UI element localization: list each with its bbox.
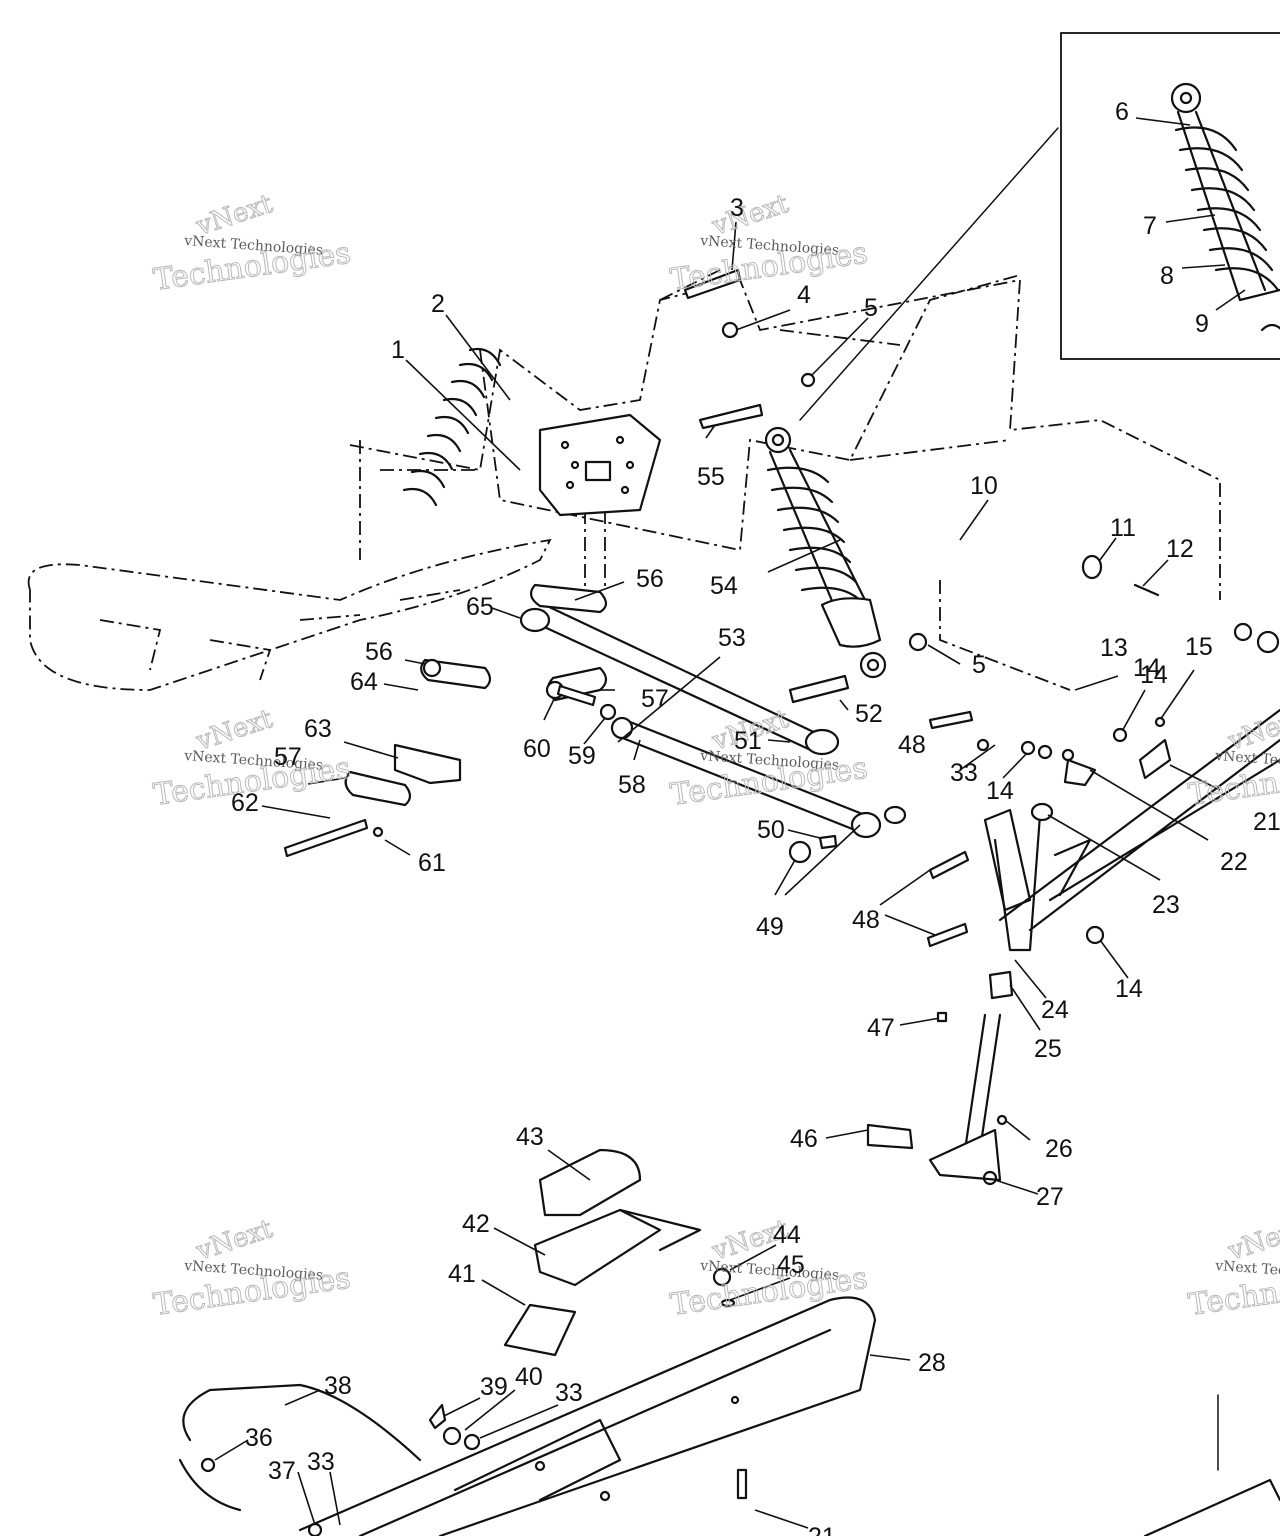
part-label: 21 bbox=[1253, 808, 1280, 836]
part-label: 57 bbox=[274, 743, 302, 771]
part-label: 48 bbox=[898, 731, 926, 759]
radius-rods bbox=[519, 603, 907, 839]
part-label: 10 bbox=[970, 472, 998, 500]
right-lower-bracket bbox=[1143, 1394, 1280, 1536]
watermark-middle-center: vNext vNext Technologies Technologies bbox=[668, 703, 870, 813]
part-label: 14 bbox=[1140, 661, 1168, 689]
part-label: 53 bbox=[718, 624, 746, 652]
part-label: 62 bbox=[231, 789, 259, 817]
inset-shock-absorber bbox=[1170, 82, 1280, 332]
hardware-fasteners bbox=[200, 268, 1280, 1536]
part-label: 63 bbox=[304, 715, 332, 743]
watermark-bottom-right: vNext vNext Technologies Technologies bbox=[1186, 1213, 1280, 1323]
part-label: 33 bbox=[555, 1379, 583, 1407]
part-label: 14 bbox=[1115, 975, 1143, 1003]
part-label: 15 bbox=[1185, 633, 1213, 661]
left-shock-absorber bbox=[402, 347, 502, 507]
leader-lines bbox=[214, 117, 1246, 1529]
part-label: 37 bbox=[268, 1457, 296, 1485]
part-label: 7 bbox=[1143, 212, 1157, 240]
part-label: 33 bbox=[307, 1448, 335, 1476]
part-label: 40 bbox=[515, 1363, 543, 1391]
part-label: 55 bbox=[697, 463, 725, 491]
part-label: 6 bbox=[1115, 98, 1129, 126]
part-label: 26 bbox=[1045, 1135, 1073, 1163]
ski bbox=[178, 1296, 877, 1536]
watermark-middle-right: vNext vNext Technologies Technologies bbox=[1186, 703, 1280, 813]
part-label: 22 bbox=[1220, 848, 1248, 876]
part-label: 52 bbox=[855, 700, 883, 728]
part-label: 49 bbox=[756, 913, 784, 941]
part-label: 4 bbox=[797, 281, 811, 309]
part-label: 13 bbox=[1100, 634, 1128, 662]
part-label: 47 bbox=[867, 1014, 895, 1042]
part-label: 45 bbox=[777, 1251, 805, 1279]
part-label: 65 bbox=[466, 593, 494, 621]
part-label: 51 bbox=[734, 727, 762, 755]
spindle-assembly bbox=[866, 802, 1054, 1186]
part-label: 36 bbox=[245, 1424, 273, 1452]
part-label: 60 bbox=[523, 735, 551, 763]
part-label: 5 bbox=[972, 651, 986, 679]
part-label: 56 bbox=[636, 565, 664, 593]
part-number-labels: 1 2 3 4 5 5 6 7 8 9 10 11 12 13 14 14 14… bbox=[231, 98, 1280, 1536]
part-label: 54 bbox=[710, 572, 738, 600]
part-label: 50 bbox=[757, 816, 785, 844]
part-label: 24 bbox=[1041, 996, 1069, 1024]
part-label: 59 bbox=[568, 742, 596, 770]
part-label: 28 bbox=[918, 1349, 946, 1377]
part-label: 64 bbox=[350, 668, 378, 696]
part-label: 38 bbox=[324, 1372, 352, 1400]
part-label: 25 bbox=[1034, 1035, 1062, 1063]
part-label: 58 bbox=[618, 771, 646, 799]
watermark-top-left: vNext vNext Technologies Technologies bbox=[151, 188, 353, 298]
part-label: 5 bbox=[864, 294, 878, 322]
part-label: 11 bbox=[1110, 514, 1136, 542]
watermark-bottom-left: vNext vNext Technologies Technologies bbox=[151, 1213, 353, 1323]
shock-detail-inset bbox=[799, 32, 1280, 421]
part-label: 14 bbox=[986, 777, 1014, 805]
part-label: 21 bbox=[808, 1523, 836, 1536]
part-label: 57 bbox=[641, 685, 669, 713]
part-label: 3 bbox=[730, 194, 744, 222]
part-label: 42 bbox=[462, 1210, 490, 1238]
ski-saddle bbox=[503, 1148, 702, 1357]
part-label: 8 bbox=[1160, 262, 1174, 290]
part-label: 1 bbox=[391, 336, 405, 364]
part-label: 46 bbox=[790, 1125, 818, 1153]
part-label: 12 bbox=[1166, 535, 1194, 563]
part-label: 27 bbox=[1036, 1183, 1064, 1211]
part-label: 43 bbox=[516, 1123, 544, 1151]
part-label: 41 bbox=[448, 1260, 476, 1288]
frame-rails bbox=[998, 708, 1280, 932]
part-label: 33 bbox=[950, 759, 978, 787]
watermark-top-center: vNext vNext Technologies Technologies bbox=[668, 188, 870, 298]
part-label: 48 bbox=[852, 906, 880, 934]
mounting-plate bbox=[538, 413, 662, 517]
part-label: 23 bbox=[1152, 891, 1180, 919]
part-label: 14 bbox=[1133, 654, 1161, 682]
part-label: 56 bbox=[365, 638, 393, 666]
main-shock-absorber bbox=[764, 426, 887, 679]
part-label: 61 bbox=[418, 849, 446, 877]
part-label: 9 bbox=[1195, 310, 1209, 338]
part-label: 44 bbox=[773, 1221, 801, 1249]
part-label: 2 bbox=[431, 290, 445, 318]
part-label: 39 bbox=[480, 1373, 508, 1401]
